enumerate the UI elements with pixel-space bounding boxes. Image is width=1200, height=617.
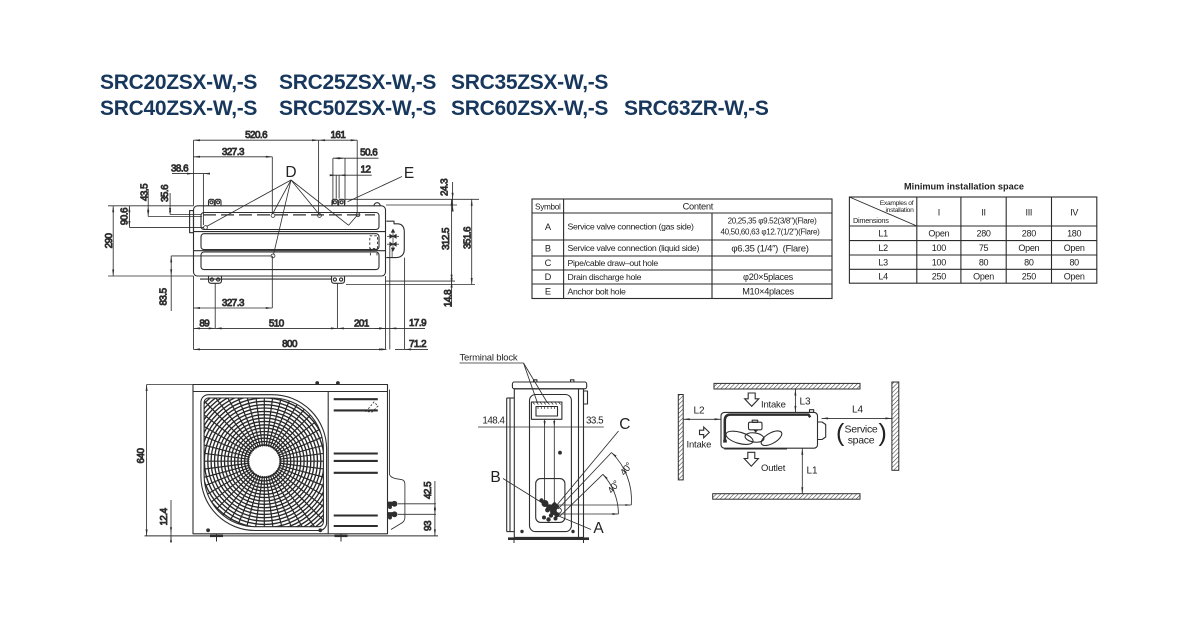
svg-text:250: 250 <box>932 271 946 281</box>
svg-text:IV: IV <box>1070 208 1078 218</box>
svg-text:83.5: 83.5 <box>159 287 170 305</box>
svg-text:Outlet: Outlet <box>761 463 786 474</box>
svg-text:Intake: Intake <box>687 440 712 451</box>
svg-text:SRC25ZSX-W,-S: SRC25ZSX-W,-S <box>279 71 436 94</box>
svg-text:50.6: 50.6 <box>360 148 378 159</box>
svg-text:SRC50ZSX-W,-S: SRC50ZSX-W,-S <box>279 97 436 120</box>
svg-text:24.3: 24.3 <box>440 178 451 196</box>
svg-text:SRC60ZSX-W,-S: SRC60ZSX-W,-S <box>451 97 608 120</box>
svg-text:161: 161 <box>330 130 345 141</box>
svg-text:800: 800 <box>282 339 298 350</box>
svg-text:80: 80 <box>979 257 989 267</box>
svg-text:φ20×5places: φ20×5places <box>743 272 794 282</box>
svg-text:Pipe/cable draw–out hole: Pipe/cable draw–out hole <box>568 258 659 268</box>
svg-text:Open: Open <box>973 271 994 281</box>
svg-text:SRC20ZSX-W,-S: SRC20ZSX-W,-S <box>100 71 257 94</box>
svg-text:12.4: 12.4 <box>159 507 170 525</box>
svg-text:L1: L1 <box>807 466 819 477</box>
svg-text:D: D <box>285 164 296 181</box>
svg-text:Content: Content <box>683 202 714 212</box>
svg-text:280: 280 <box>1022 229 1036 239</box>
svg-text:75: 75 <box>979 243 989 253</box>
svg-text:L3: L3 <box>878 257 888 267</box>
svg-text:17.9: 17.9 <box>409 318 426 329</box>
svg-text:Open: Open <box>1064 243 1085 253</box>
svg-text:Anchor bolt hole: Anchor bolt hole <box>568 287 626 297</box>
svg-text:80: 80 <box>1069 257 1079 267</box>
svg-text:43.5: 43.5 <box>140 183 151 201</box>
svg-text:L4: L4 <box>878 271 888 281</box>
svg-text:90.6: 90.6 <box>120 207 131 225</box>
svg-text:520.6: 520.6 <box>245 130 268 141</box>
svg-text:Service valve connection (liqu: Service valve connection (liquid side) <box>568 243 700 253</box>
svg-text:Drain discharge hole: Drain discharge hole <box>568 272 642 282</box>
svg-text:71.2: 71.2 <box>409 339 426 350</box>
svg-text:II: II <box>981 208 985 218</box>
svg-text:B: B <box>490 469 500 486</box>
svg-text:Service valve connection (gas: Service valve connection (gas side) <box>568 222 695 232</box>
svg-text:space: space <box>848 435 875 447</box>
svg-text:42.5: 42.5 <box>423 481 434 499</box>
svg-text:201: 201 <box>354 318 369 329</box>
svg-text:20,25,35 φ9.52(3/8")(Flare): 20,25,35 φ9.52(3/8")(Flare) <box>728 217 818 226</box>
svg-text:327.3: 327.3 <box>222 147 245 158</box>
svg-text:510: 510 <box>269 318 285 329</box>
svg-text:SRC35ZSX-W,-S: SRC35ZSX-W,-S <box>451 71 608 94</box>
svg-text:290: 290 <box>104 232 115 248</box>
svg-text:38.6: 38.6 <box>171 163 189 174</box>
svg-text:L2: L2 <box>693 406 705 417</box>
svg-text:12: 12 <box>361 165 371 176</box>
svg-text:100: 100 <box>932 243 946 253</box>
svg-text:B: B <box>545 243 551 253</box>
svg-text:M10×4places: M10×4places <box>742 287 794 297</box>
svg-text:148.4: 148.4 <box>482 415 505 426</box>
svg-text:180: 180 <box>1067 229 1081 239</box>
svg-text:80: 80 <box>1024 257 1034 267</box>
svg-text:L2: L2 <box>878 243 888 253</box>
svg-text:): ) <box>879 419 887 447</box>
svg-text:33.5: 33.5 <box>586 415 604 426</box>
svg-text:III: III <box>1026 208 1033 218</box>
svg-text:(: ( <box>836 419 845 447</box>
svg-text:640: 640 <box>136 448 147 464</box>
svg-text:312.5: 312.5 <box>441 227 452 250</box>
svg-text:D: D <box>545 272 552 282</box>
svg-text:SRC63ZR-W,-S: SRC63ZR-W,-S <box>624 97 769 120</box>
svg-text:A: A <box>545 222 552 232</box>
svg-text:L3: L3 <box>800 397 812 408</box>
svg-text:SRC40ZSX-W,-S: SRC40ZSX-W,-S <box>100 97 257 120</box>
svg-text:14.8: 14.8 <box>443 289 454 307</box>
svg-text:L4: L4 <box>852 405 864 416</box>
svg-text:C: C <box>545 258 552 268</box>
svg-text:C: C <box>619 416 630 433</box>
svg-text:installation: installation <box>886 207 915 214</box>
svg-text:93: 93 <box>423 520 434 531</box>
svg-text:φ6.35 (1/4″) (Flare): φ6.35 (1/4″) (Flare) <box>731 244 808 255</box>
svg-text:Dimensions: Dimensions <box>853 216 889 225</box>
svg-text:100: 100 <box>932 257 946 267</box>
svg-text:250: 250 <box>1022 271 1036 281</box>
svg-text:Open: Open <box>1064 271 1085 281</box>
svg-text:351.6: 351.6 <box>463 226 474 249</box>
svg-text:I: I <box>938 208 940 218</box>
svg-text:Intake: Intake <box>761 400 786 411</box>
svg-text:L1: L1 <box>878 229 888 239</box>
svg-text:Open: Open <box>928 229 949 239</box>
svg-text:Minimum installation space: Minimum installation space <box>904 182 1024 192</box>
svg-text:Service: Service <box>845 424 878 436</box>
svg-text:40,50,60,63 φ12.7(1/2")(Flare): 40,50,60,63 φ12.7(1/2")(Flare) <box>720 228 820 237</box>
svg-text:Symbol: Symbol <box>535 202 561 211</box>
svg-text:35.6: 35.6 <box>160 184 171 202</box>
svg-text:280: 280 <box>976 229 990 239</box>
svg-text:Terminal block: Terminal block <box>460 353 518 364</box>
svg-text:89: 89 <box>199 318 209 329</box>
svg-text:327.3: 327.3 <box>222 298 245 309</box>
svg-text:A: A <box>593 520 604 537</box>
svg-text:Examples of: Examples of <box>880 200 914 207</box>
svg-text:E: E <box>545 287 551 297</box>
svg-text:E: E <box>404 165 414 182</box>
svg-text:Open: Open <box>1018 243 1039 253</box>
